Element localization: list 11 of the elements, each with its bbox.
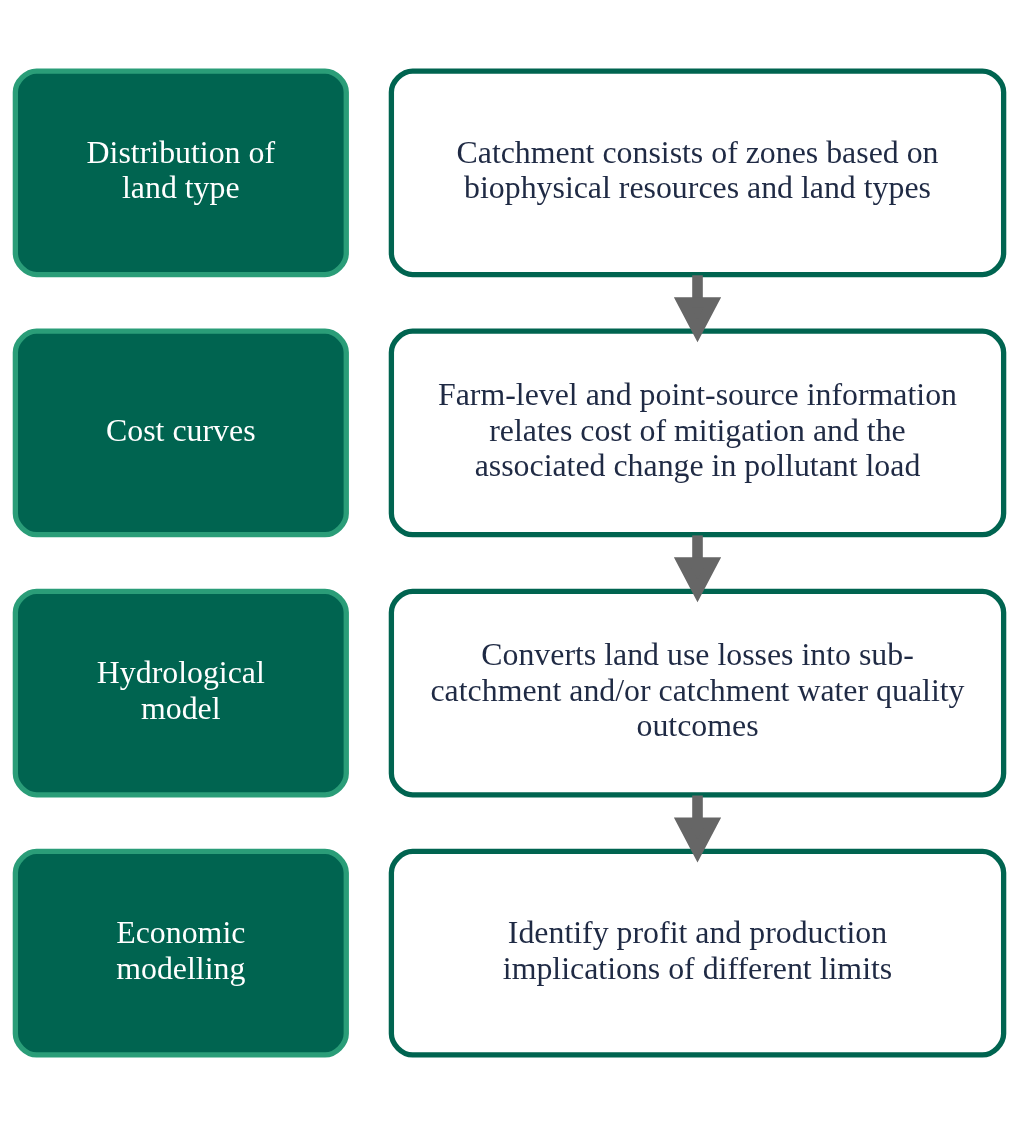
node-box: Converts land use losses into sub-catchment and/or catchment water quality outcomes xyxy=(388,588,1007,798)
node-box: Identify profit and production implications of different limits xyxy=(388,848,1007,1058)
arrow xyxy=(673,795,722,863)
node-box: Cost curves xyxy=(12,328,349,538)
node-box: Farm-level and point-source information relates cost of mitigation and the associated change in pollutant load xyxy=(388,328,1007,538)
node-box: Hydrological model xyxy=(12,588,349,798)
node-box: Economic modelling xyxy=(12,848,349,1058)
arrow xyxy=(673,535,722,603)
arrow xyxy=(673,275,722,343)
node-box: Catchment consists of zones based on biophysical resources and land types xyxy=(388,68,1007,278)
node-box: Distribution of land type xyxy=(12,68,349,278)
